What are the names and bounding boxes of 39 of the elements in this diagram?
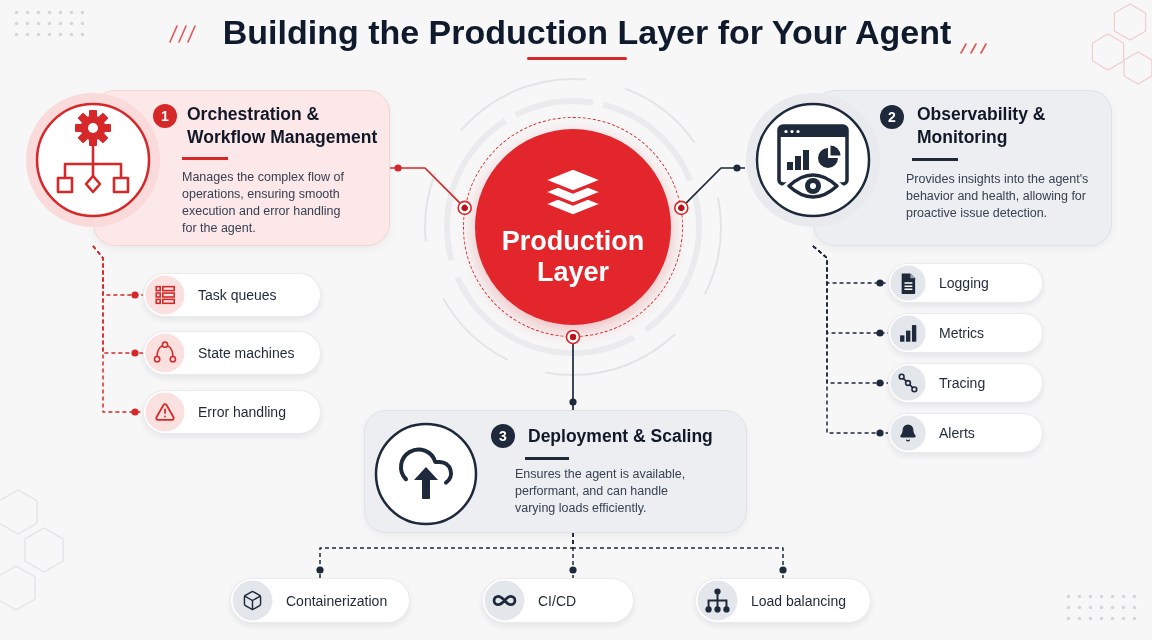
page-title: Building the Production Layer for Your Agent <box>222 12 952 52</box>
item-label: State machines <box>198 344 295 362</box>
item-pill <box>482 578 634 623</box>
info-card <box>364 410 747 533</box>
item-label: Task queues <box>198 286 277 304</box>
item-label: Metrics <box>939 324 985 342</box>
item-label: Load balancing <box>751 591 846 610</box>
item-pill <box>143 273 321 317</box>
item-pill <box>888 363 1043 403</box>
info-card <box>745 90 1112 246</box>
connector-line <box>565 329 581 411</box>
item-label: Error handling <box>198 403 286 421</box>
dashed-connector <box>572 532 787 579</box>
item-pill <box>888 413 1043 453</box>
step-number: 3 <box>491 424 515 448</box>
card-title: Observability & Monitoring <box>917 103 1047 149</box>
item-label: Logging <box>939 274 989 292</box>
card-title: Orchestration & Workflow Management <box>187 103 379 149</box>
item-label: Alerts <box>939 424 975 442</box>
card-description: Ensures the agent is available, performant, and can handle varying loads efficiently. <box>515 466 687 517</box>
info-card <box>25 90 390 246</box>
dashed-connector <box>812 245 889 437</box>
item-pill <box>143 390 321 434</box>
item-pill <box>888 313 1043 353</box>
card-title: Deployment & Scaling <box>528 425 713 448</box>
connector-line <box>389 164 472 216</box>
item-pill <box>143 331 321 375</box>
item-pill <box>888 263 1043 303</box>
item-label: Tracing <box>939 374 986 392</box>
connector-line <box>674 164 746 216</box>
item-label: Containerization <box>286 591 388 610</box>
item-pill <box>230 578 410 623</box>
step-number: 2 <box>880 105 904 129</box>
step-number: 1 <box>153 104 177 128</box>
item-label: CI/CD <box>538 591 577 610</box>
card-description: Manages the complex flow of operations, ensuring smooth execution and error handling for the agent. <box>182 169 345 237</box>
card-description: Provides insights into the agent's behavior and health, allowing for proactive issue detection. <box>906 171 1090 222</box>
hub-label: Production Layer <box>500 226 646 288</box>
item-pill <box>695 578 871 623</box>
